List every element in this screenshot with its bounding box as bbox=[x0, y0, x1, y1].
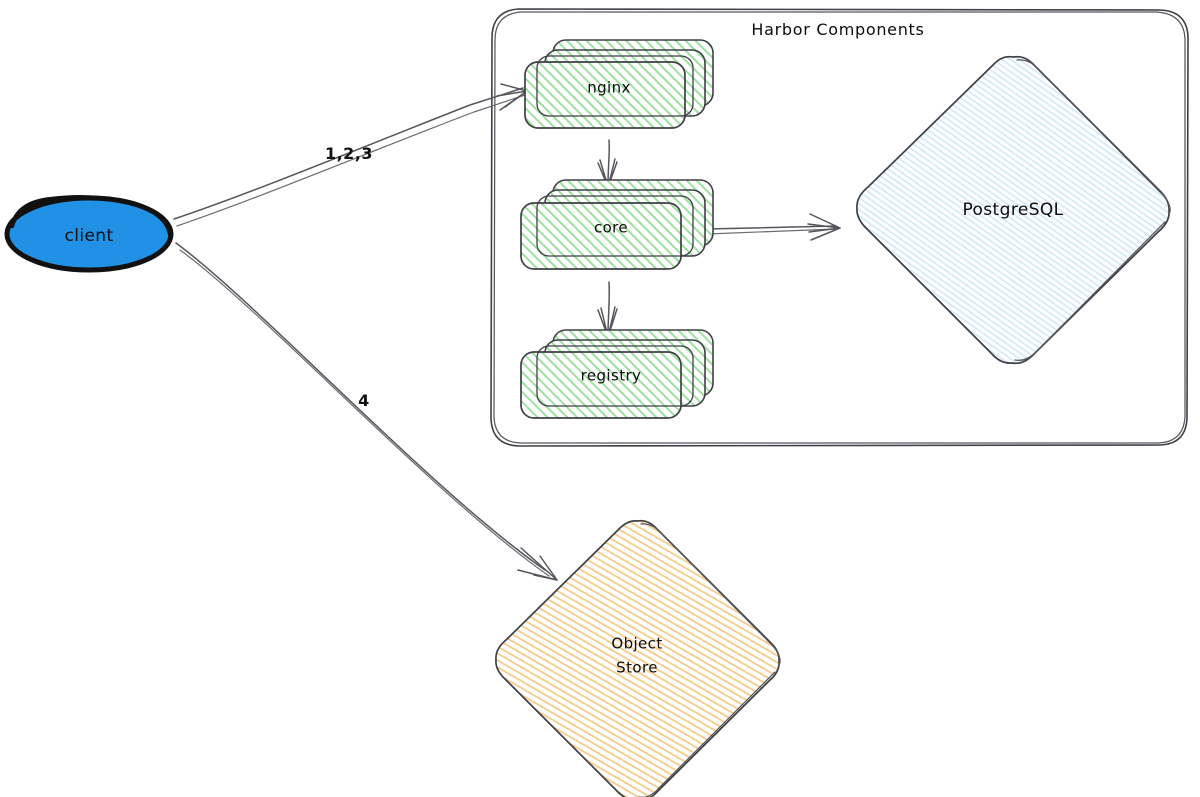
registry-label: registry bbox=[581, 367, 642, 385]
core-inner-outline bbox=[536, 195, 694, 257]
edge-client-to-nginx: 1,2,3 bbox=[173, 83, 528, 227]
group-harbor-components: Harbor Components bbox=[490, 8, 1189, 447]
registry-inner-outline bbox=[536, 345, 694, 407]
nginx-label: nginx bbox=[587, 79, 631, 97]
core-stack-front bbox=[520, 202, 682, 270]
edge-core-to-registry bbox=[597, 281, 618, 338]
nginx-inner-outline bbox=[536, 55, 694, 117]
node-client[interactable]: client bbox=[4, 194, 174, 273]
edge-label-client-to-nginx: 1,2,3 bbox=[325, 144, 373, 163]
edge-label-client-to-object-store: 4 bbox=[358, 391, 370, 410]
object-store-label-line2: Store bbox=[616, 659, 658, 677]
postgresql-label: PostgreSQL bbox=[962, 200, 1063, 220]
object-store-label-line1: Object bbox=[611, 635, 662, 653]
node-core[interactable]: core bbox=[520, 179, 714, 270]
client-label: client bbox=[64, 226, 113, 246]
edge-client-to-object-store: 4 bbox=[175, 242, 558, 581]
node-object-store[interactable]: Object Store bbox=[495, 519, 781, 797]
group-title-harbor-components: Harbor Components bbox=[751, 20, 924, 39]
core-label: core bbox=[594, 219, 628, 237]
node-registry[interactable]: registry bbox=[520, 329, 714, 419]
registry-stack-front bbox=[520, 351, 682, 419]
object-store-diamond-shape bbox=[495, 519, 780, 797]
edge-core-to-postgresql bbox=[706, 213, 841, 241]
nginx-stack-front bbox=[524, 61, 686, 129]
node-postgresql[interactable]: PostgreSQL bbox=[856, 55, 1171, 365]
node-nginx[interactable]: nginx bbox=[524, 39, 714, 129]
